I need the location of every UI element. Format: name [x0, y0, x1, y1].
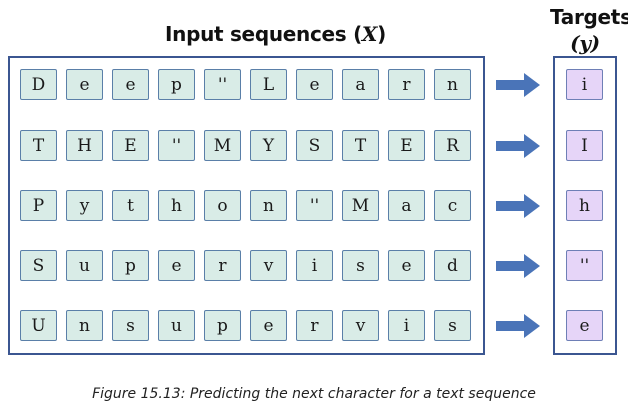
right-arrow-icon [496, 194, 540, 218]
input-char-cell: e [250, 310, 287, 341]
input-char-cell: s [112, 310, 149, 341]
input-char-cell: v [342, 310, 379, 341]
input-char-cell: E [388, 130, 425, 161]
input-char-cell: c [434, 190, 471, 221]
input-char-cell: S [296, 130, 333, 161]
input-char-cell: T [20, 130, 57, 161]
right-arrow-icon [496, 134, 540, 158]
input-char-cell: S [20, 250, 57, 281]
input-char-cell: o [204, 190, 241, 221]
input-char-cell: d [434, 250, 471, 281]
input-char-cell: s [434, 310, 471, 341]
target-char-cell: e [566, 310, 603, 341]
input-char-cell: e [66, 69, 103, 100]
input-title-close: ) [377, 22, 386, 46]
input-char-cell: a [342, 69, 379, 100]
input-char-cell: u [66, 250, 103, 281]
input-char-cell: '' [296, 190, 333, 221]
input-char-cell: R [434, 130, 471, 161]
input-char-cell: e [158, 250, 195, 281]
input-char-cell: H [66, 130, 103, 161]
target-char-cell: h [566, 190, 603, 221]
input-char-cell: T [342, 130, 379, 161]
input-char-cell: v [250, 250, 287, 281]
targets-title-text: Targets [550, 5, 628, 29]
input-char-cell: e [388, 250, 425, 281]
input-char-cell: r [388, 69, 425, 100]
right-arrow-icon [496, 254, 540, 278]
input-char-cell: n [66, 310, 103, 341]
input-char-cell: P [20, 190, 57, 221]
input-char-cell: i [388, 310, 425, 341]
input-char-cell: r [296, 310, 333, 341]
input-char-cell: E [112, 130, 149, 161]
target-char-cell: I [566, 130, 603, 161]
input-char-cell: L [250, 69, 287, 100]
input-char-cell: n [434, 69, 471, 100]
input-char-cell: p [204, 310, 241, 341]
right-arrow-icon [496, 314, 540, 338]
target-char-cell: i [566, 69, 603, 100]
input-char-cell: r [204, 250, 241, 281]
input-char-cell: e [112, 69, 149, 100]
input-sequences-title: Input sequences (X) [165, 22, 386, 46]
input-char-cell: M [342, 190, 379, 221]
input-char-cell: h [158, 190, 195, 221]
input-title-text: Input sequences ( [165, 22, 362, 46]
input-char-cell: D [20, 69, 57, 100]
targets-title-var: (y) [570, 31, 600, 55]
input-char-cell: i [296, 250, 333, 281]
input-char-cell: s [342, 250, 379, 281]
input-char-cell: '' [158, 130, 195, 161]
figure-caption: Figure 15.13: Predicting the next charac… [92, 386, 536, 402]
input-char-cell: t [112, 190, 149, 221]
input-char-cell: U [20, 310, 57, 341]
input-char-cell: n [250, 190, 287, 221]
target-char-cell: '' [566, 250, 603, 281]
right-arrow-icon [496, 73, 540, 97]
targets-title: Targets (y) [550, 4, 628, 56]
input-char-cell: p [158, 69, 195, 100]
input-char-cell: y [66, 190, 103, 221]
input-title-var: X [361, 22, 378, 46]
input-char-cell: Y [250, 130, 287, 161]
input-char-cell: u [158, 310, 195, 341]
input-char-cell: e [296, 69, 333, 100]
input-char-cell: '' [204, 69, 241, 100]
input-char-cell: a [388, 190, 425, 221]
input-char-cell: M [204, 130, 241, 161]
input-char-cell: p [112, 250, 149, 281]
